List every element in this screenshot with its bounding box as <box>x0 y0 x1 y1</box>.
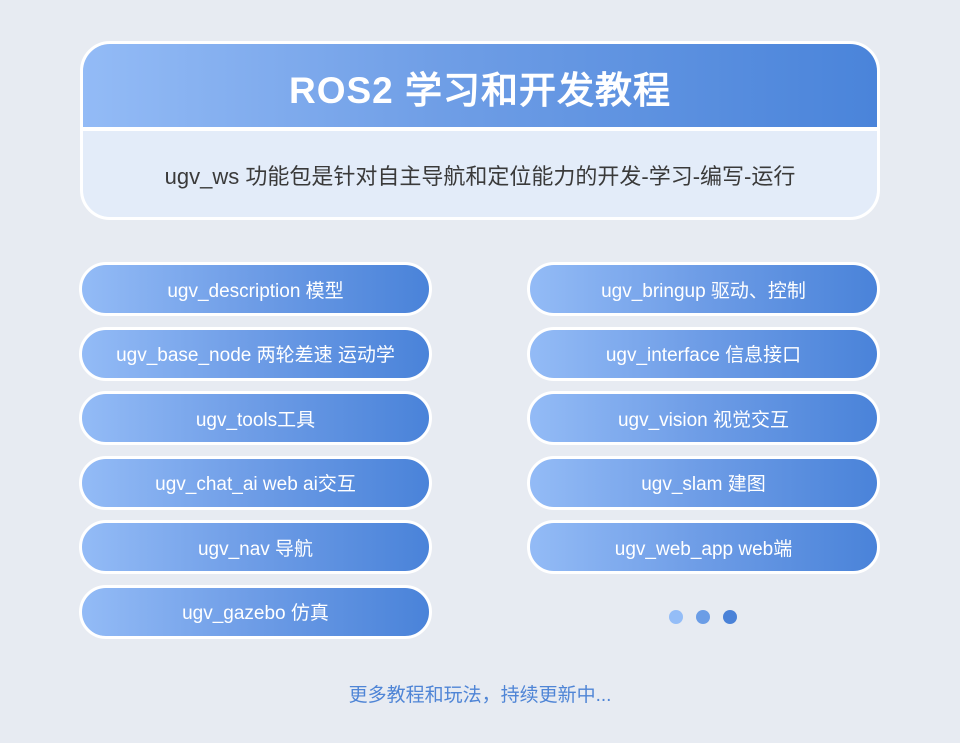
package-label: ugv_vision 视觉交互 <box>617 409 790 431</box>
package-button-ugv-bringup[interactable]: ugv_bringup 驱动、控制 <box>527 262 880 316</box>
package-button-ugv-tools[interactable]: ugv_tools工具 <box>79 391 432 446</box>
package-button-ugv-web-app[interactable]: ugv_web_app web端 <box>527 520 880 575</box>
pagination-dot-2[interactable] <box>696 610 710 624</box>
package-label: ugv_web_app web端 <box>614 538 793 560</box>
package-label: ugv_tools工具 <box>195 409 316 431</box>
package-button-ugv-chat-ai[interactable]: ugv_chat_ai web ai交互 <box>79 455 432 510</box>
pagination-dot-1[interactable] <box>669 610 683 624</box>
package-button-ugv-nav[interactable]: ugv_nav 导航 <box>79 520 432 575</box>
page-title: ROS2 学习和开发教程 <box>288 69 672 111</box>
package-label: ugv_chat_ai web ai交互 <box>155 474 356 496</box>
pagination-dot-3[interactable] <box>723 610 737 624</box>
package-label: ugv_slam 建图 <box>641 474 766 496</box>
package-label: ugv_interface 信息接口 <box>605 345 802 367</box>
package-label: ugv_nav 导航 <box>197 538 314 560</box>
package-button-ugv-interface[interactable]: ugv_interface 信息接口 <box>527 326 880 381</box>
package-label: ugv_base_node 两轮差速 运动学 <box>116 345 395 367</box>
package-button-ugv-gazebo[interactable]: ugv_gazebo 仿真 <box>79 584 432 639</box>
package-list-right: ugv_bringup 驱动、控制 ugv_interface 信息接口 ugv… <box>527 262 880 585</box>
package-button-ugv-slam[interactable]: ugv_slam 建图 <box>527 455 880 510</box>
header-card: ROS2 学习和开发教程 ugv_ws 功能包是针对自主导航和定位能力的开发-学… <box>80 41 880 220</box>
package-label: ugv_bringup 驱动、控制 <box>601 280 806 302</box>
package-label: ugv_gazebo 仿真 <box>182 603 329 625</box>
package-button-ugv-base-node[interactable]: ugv_base_node 两轮差速 运动学 <box>79 326 432 381</box>
pagination-dots <box>669 610 737 624</box>
package-button-ugv-vision[interactable]: ugv_vision 视觉交互 <box>527 391 880 446</box>
header-banner: ROS2 学习和开发教程 <box>83 44 877 127</box>
package-label: ugv_description 模型 <box>167 280 344 302</box>
footer-note: 更多教程和玩法，持续更新中... <box>348 685 612 706</box>
page-subtitle: ugv_ws 功能包是针对自主导航和定位能力的开发-学习-编写-运行 <box>164 163 796 189</box>
package-button-ugv-description[interactable]: ugv_description 模型 <box>79 262 432 316</box>
header-description: ugv_ws 功能包是针对自主导航和定位能力的开发-学习-编写-运行 <box>83 131 877 217</box>
package-list-left: ugv_description 模型 ugv_base_node 两轮差速 运动… <box>79 262 432 650</box>
